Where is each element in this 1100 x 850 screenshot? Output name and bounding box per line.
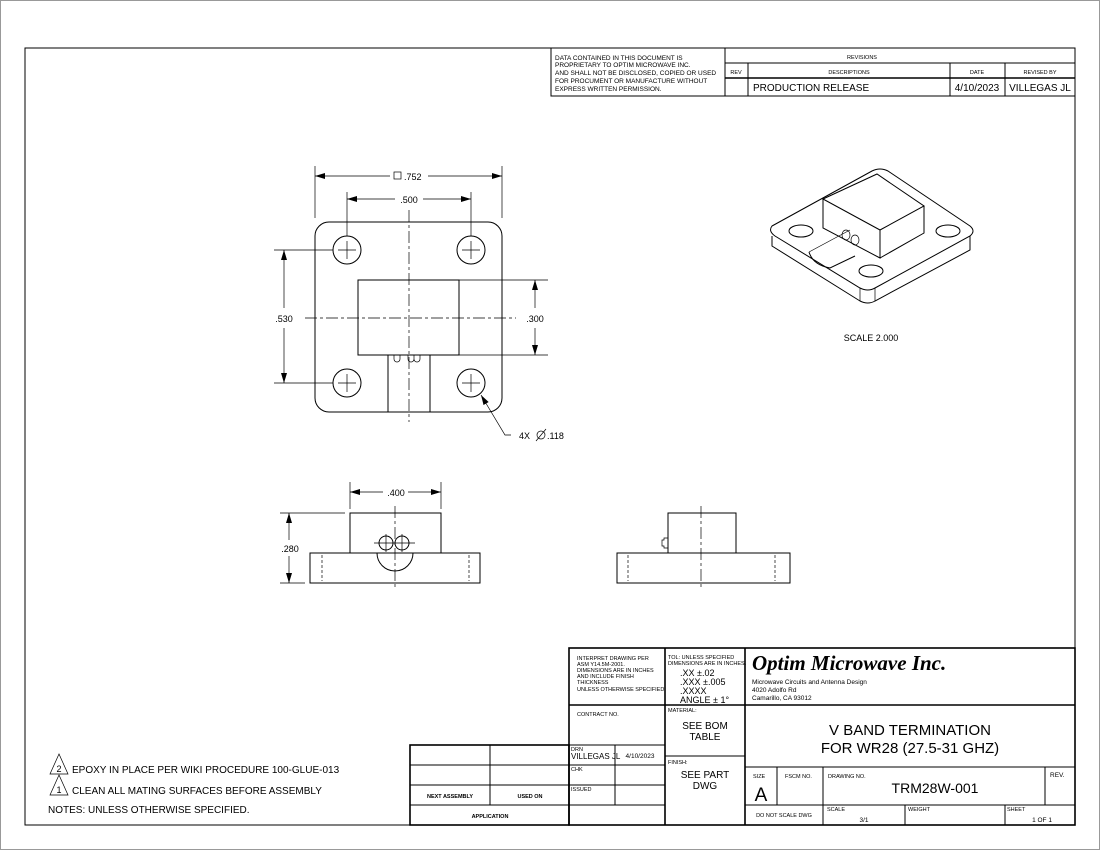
svg-text:CHK: CHK [571, 767, 583, 773]
interpret-note: INTERPRET DRAWING PER ASM Y14.5M-2001. D… [577, 656, 666, 693]
iso-scale-label: SCALE 2.000 [844, 333, 899, 343]
svg-text:DWG: DWG [693, 781, 718, 792]
svg-text:FOR PROCUMENT OR MANUFACTURE W: FOR PROCUMENT OR MANUFACTURE WITHOUT [555, 78, 707, 85]
slot [387, 355, 431, 412]
dim-hole-dia: .118 [547, 431, 564, 441]
svg-text:2: 2 [56, 764, 61, 774]
svg-text:FSCM NO.: FSCM NO. [785, 774, 812, 780]
top-view: .752 .500 .530 .300 4X .118 [274, 166, 564, 442]
dim-overall: .752 [404, 172, 422, 182]
note-flag-2 [49, 753, 69, 775]
note-flag-1 [49, 774, 69, 796]
svg-text:PRODUCTION RELEASE: PRODUCTION RELEASE [753, 83, 869, 94]
termination-block [357, 279, 460, 356]
screws [393, 355, 421, 363]
svg-text:.XXXX: .XXXX [680, 686, 707, 696]
svg-text:PROPRIETARY TO OPTIM MICROWAVE: PROPRIETARY TO OPTIM MICROWAVE INC. [555, 62, 691, 69]
revisions-title: REVISIONS [847, 55, 877, 61]
dim-height: .280 [281, 544, 299, 554]
note-1: CLEAN ALL MATING SURFACES BEFORE ASSEMBL… [72, 786, 322, 797]
svg-text:MATERIAL:: MATERIAL: [668, 708, 697, 714]
svg-text:3/1: 3/1 [859, 817, 868, 824]
svg-text:SIZE: SIZE [753, 774, 766, 780]
dim-block-width: .400 [387, 488, 405, 498]
dim-hole-count: 4X [519, 431, 530, 441]
svg-text:.XXX ±.005: .XXX ±.005 [680, 677, 725, 687]
proprietary-notice: DATA CONTAINED IN THIS DOCUMENT IS PROPR… [555, 55, 716, 93]
revision-block: DATA CONTAINED IN THIS DOCUMENT IS PROPR… [550, 47, 1076, 97]
svg-text:4/10/2023: 4/10/2023 [955, 83, 1000, 94]
application-block: NEXT ASSEMBLY USED ON APPLICATION [409, 744, 570, 826]
svg-text:EXPRESS WRITTEN PERMISSION.: EXPRESS WRITTEN PERMISSION. [555, 86, 662, 93]
svg-text:FINISH:: FINISH: [668, 760, 688, 766]
dim-block-depth: .300 [526, 314, 544, 324]
title-block: INTERPRET DRAWING PER ASM Y14.5M-2001. D… [568, 647, 1076, 826]
svg-text:AND INCLUDE FINISH: AND INCLUDE FINISH [577, 674, 634, 680]
notes: 2 EPOXY IN PLACE PER WIKI PROCEDURE 100-… [48, 753, 340, 816]
svg-text:4020 Adolfo Rd: 4020 Adolfo Rd [752, 687, 797, 694]
svg-text:DIMENSIONS ARE IN INCHES: DIMENSIONS ARE IN INCHES [577, 668, 654, 674]
svg-text:INTERPRET DRAWING PER: INTERPRET DRAWING PER [577, 656, 649, 662]
svg-text:TOL: UNLESS SPECIFIED: TOL: UNLESS SPECIFIED [668, 655, 734, 661]
svg-text:WEIGHT: WEIGHT [908, 807, 931, 813]
svg-text:1: 1 [56, 785, 61, 795]
svg-text:UNLESS OTHERWISE SPECIFIED.: UNLESS OTHERWISE SPECIFIED. [577, 687, 666, 693]
svg-text:REV.: REV. [1050, 772, 1065, 779]
drawing-number: TRM28W-001 [892, 780, 979, 796]
descriptions-header: DESCRIPTIONS [828, 70, 870, 76]
svg-text:ISSUED: ISSUED [571, 787, 592, 793]
svg-text:4/10/2023: 4/10/2023 [626, 753, 655, 760]
flange-outline [314, 221, 503, 413]
iso-cutout [808, 251, 856, 269]
rev-header: REV [730, 70, 742, 76]
tolerance-note: TOL: UNLESS SPECIFIED DIMENSIONS ARE IN … [668, 655, 747, 705]
svg-text:SEE BOM: SEE BOM [682, 721, 728, 732]
svg-text:DO NOT SCALE DWG: DO NOT SCALE DWG [756, 813, 812, 819]
revision-row: PRODUCTION RELEASE 4/10/2023 VILLEGAS JL [753, 83, 1071, 94]
svg-text:DRN: DRN [571, 747, 583, 753]
square-symbol [393, 171, 402, 180]
svg-text:Microwave Circuits and Antenna: Microwave Circuits and Antenna Design [752, 679, 867, 686]
company-logo: Optim Microwave Inc. [752, 651, 946, 675]
svg-text:VILLEGAS JL: VILLEGAS JL [571, 752, 621, 761]
svg-text:DATA CONTAINED IN THIS DOCUMEN: DATA CONTAINED IN THIS DOCUMENT IS [555, 55, 683, 62]
svg-text:TABLE: TABLE [690, 732, 721, 743]
note-2: EPOXY IN PLACE PER WIKI PROCEDURE 100-GL… [72, 765, 340, 776]
svg-text:AND SHALL NOT BE DISCLOSED, CO: AND SHALL NOT BE DISCLOSED, COPIED OR US… [555, 70, 716, 77]
date-header: DATE [970, 70, 985, 76]
svg-text:DIMENSIONS ARE IN INCHES.: DIMENSIONS ARE IN INCHES. [668, 661, 747, 667]
svg-text:VILLEGAS JL: VILLEGAS JL [1009, 83, 1071, 94]
isometric-view: SCALE 2.000 [770, 168, 974, 343]
front-view: .400 .280 [280, 482, 481, 590]
sheet-size: A [755, 785, 768, 806]
revised-by-header: REVISED BY [1023, 70, 1056, 76]
dim-hole-spacing-y: .530 [275, 314, 293, 324]
side-view [616, 506, 791, 590]
svg-text:SCALE: SCALE [827, 807, 845, 813]
dim-hole-spacing-x: .500 [400, 195, 418, 205]
svg-text:NEXT ASSEMBLY: NEXT ASSEMBLY [427, 794, 473, 800]
drawing-title: V BAND TERMINATION [829, 722, 991, 739]
notes-header: NOTES: UNLESS OTHERWISE SPECIFIED. [48, 805, 250, 816]
screw-head [661, 537, 668, 549]
svg-text:APPLICATION: APPLICATION [472, 814, 509, 820]
svg-text:CONTRACT NO.: CONTRACT NO. [577, 712, 619, 718]
svg-text:THICKNESS: THICKNESS [577, 680, 609, 686]
svg-text:SHEET: SHEET [1007, 807, 1026, 813]
svg-text:SEE PART: SEE PART [681, 770, 730, 781]
svg-text:FOR WR28 (27.5-31 GHZ): FOR WR28 (27.5-31 GHZ) [821, 740, 999, 757]
svg-text:DRAWING NO.: DRAWING NO. [828, 774, 866, 780]
svg-text:ANGLE ± 1°: ANGLE ± 1° [680, 695, 729, 705]
svg-text:.XX ±.02: .XX ±.02 [680, 668, 714, 678]
svg-text:Camarillo, CA 93012: Camarillo, CA 93012 [752, 695, 812, 702]
svg-text:ASM Y14.5M-2001.: ASM Y14.5M-2001. [577, 662, 625, 668]
svg-text:1 OF 1: 1 OF 1 [1032, 817, 1052, 824]
diameter-symbol [535, 428, 547, 442]
svg-text:USED ON: USED ON [517, 794, 542, 800]
